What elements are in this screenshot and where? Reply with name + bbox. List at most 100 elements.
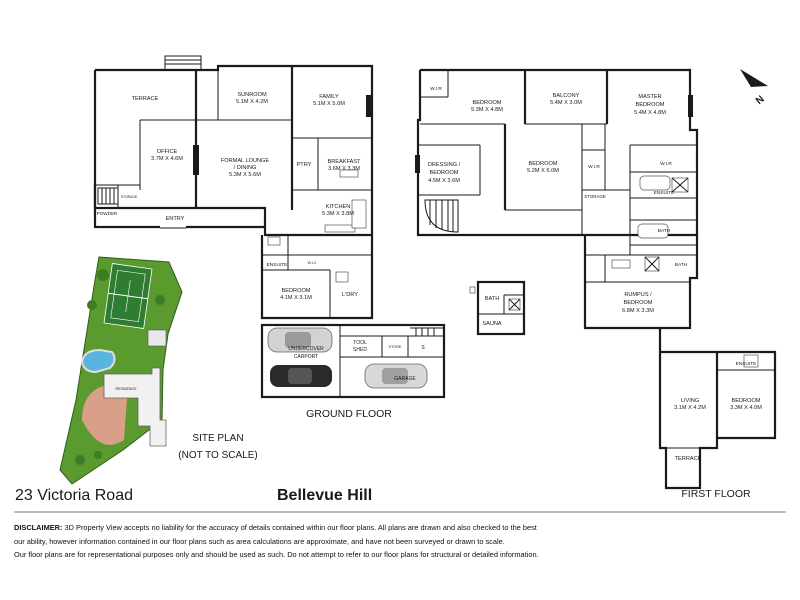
car-icon <box>364 363 428 389</box>
room-bedroom1-label: BEDROOM <box>473 100 502 106</box>
room-living-dims: 3.1M X 4.2M <box>674 405 706 411</box>
fireplace-icon <box>415 155 420 173</box>
room-bedroom2-dims: 5.2M X 6.0M <box>527 168 559 174</box>
car-icon <box>267 327 333 353</box>
vanity-icon <box>267 236 281 246</box>
room-sunroom-label: SUNROOM <box>237 92 267 98</box>
bathtub-icon <box>637 223 669 239</box>
room-ensuite-label: ENSUITE <box>267 262 288 268</box>
residence-footprint <box>103 367 167 447</box>
room-bath-label: BATH <box>485 296 500 302</box>
room-ensuite-label: ENSUITE <box>654 190 675 196</box>
disclaimer-line-2: our ability, however information contain… <box>14 536 505 546</box>
address-title: 23 Victoria Road <box>15 487 133 504</box>
room-living-label: LIVING <box>681 398 699 404</box>
fireplace-icon <box>688 95 693 117</box>
shed-icon <box>147 329 167 347</box>
room-wir2-label: W.I.R <box>588 164 600 170</box>
room-bedroom-label: BEDROOM <box>282 288 311 294</box>
stove-icon <box>339 169 359 178</box>
room-master-dims: 5.4M X 4.8M <box>634 110 666 116</box>
staircase <box>97 187 119 205</box>
site-plan-subtitle: (NOT TO SCALE) <box>178 450 257 461</box>
room-entry-label: ENTRY <box>166 216 185 222</box>
room-pantry-label: PTRY <box>297 162 312 168</box>
room-s-label: S <box>421 345 425 351</box>
bathtub-icon <box>639 175 671 191</box>
room-dressing-label-2: BEDROOM <box>430 170 459 176</box>
kitchen-bench <box>324 224 356 233</box>
tree-icon <box>155 295 165 305</box>
room-sauna-label: SAUNA <box>482 321 502 327</box>
room-family-label: FAMILY <box>319 94 339 100</box>
compass-icon: N <box>740 69 768 107</box>
compass-north-label: N <box>754 94 767 107</box>
room-breakfast-dims: 3.6M X 3.3M <box>328 166 360 172</box>
room-rumpus-label: RUMPUS / <box>624 292 652 298</box>
ground-floor-title: GROUND FLOOR <box>306 408 392 420</box>
room-toolshed-label-2: SHED <box>353 347 367 353</box>
room-storage-label: STORAGE <box>121 195 138 199</box>
courtyard-path <box>82 384 128 445</box>
room-bath-label: BATH <box>658 228 671 234</box>
room-rumpus-dims: 6.8M X 3.3M <box>622 308 654 314</box>
room-balcony-dims: 5.4M X 3.0M <box>550 100 582 106</box>
room-formal-label-2: / DINING <box>234 165 257 171</box>
first-floor-title: FIRST FLOOR <box>681 488 751 500</box>
staircase <box>424 199 459 233</box>
tree-icon <box>97 269 109 281</box>
room-formal-label: FORMAL LOUNGE <box>221 158 270 164</box>
terrace-steps <box>164 55 202 71</box>
suburb-title: Bellevue Hill <box>277 487 372 504</box>
room-bedroom1-dims: 5.3M X 4.8M <box>471 107 503 113</box>
residence-label: RESIDENCE <box>116 387 138 391</box>
ground-floor: TERRACE SUNROOM 5.1M X 4.2M FAMILY 5.1M … <box>93 55 374 320</box>
steps <box>410 327 444 336</box>
room-carport-label: UNDERCOVER <box>288 346 324 352</box>
car-icon <box>270 365 332 387</box>
room-wir-label: W.I.R <box>430 86 442 92</box>
bath-sauna-outbuilding: BATH SAUNA <box>469 280 526 336</box>
room-office-label: OFFICE <box>157 149 178 155</box>
room-formal-dims: 5.3M X 5.6M <box>229 172 261 178</box>
disclaimer-label: DISCLAIMER: <box>14 523 63 532</box>
room-bedroom3-label: BEDROOM <box>732 398 761 404</box>
disclaimer-line-3: Our floor plans are for representational… <box>14 550 539 559</box>
room-bath2-label: BATH <box>675 262 688 268</box>
room-balcony-label: BALCONY <box>553 93 580 99</box>
site-plan: RESIDENCE <box>59 256 183 485</box>
carport-block: UNDERCOVER CARPORT TOOL SHED STORE S GAR… <box>260 323 446 399</box>
room-terrace-label: TERRACE <box>675 456 702 462</box>
room-master-label: MASTER <box>638 94 661 100</box>
vanity-icon <box>611 259 631 269</box>
room-dressing-label: DRESSING / <box>428 162 461 168</box>
room-ensuite3-label: ENSUITE <box>736 361 757 367</box>
room-sunroom-dims: 5.1M X 4.2M <box>236 99 268 105</box>
room-carport-label-2: CARPORT <box>294 354 318 360</box>
fireplace-icon <box>366 95 371 117</box>
disclaimer-line-1: 3D Property View accepts no liability fo… <box>64 523 537 532</box>
room-master-label-2: BEDROOM <box>636 102 665 108</box>
room-garage-label: GARAGE <box>394 376 416 382</box>
room-laundry-label: L'DRY <box>342 292 358 298</box>
tree-icon <box>87 300 97 310</box>
tennis-court <box>103 263 153 329</box>
room-family-dims: 5.1M X 5.0M <box>313 101 345 107</box>
disclaimer: DISCLAIMER: 3D Property View accepts no … <box>14 521 790 562</box>
room-bedroom-dims: 4.1M X 3.1M <box>280 295 312 301</box>
room-bedroom3-dims: 3.3M X 4.0M <box>730 405 762 411</box>
room-wir3-label: W.I.R <box>660 161 672 167</box>
room-toolshed-label: TOOL <box>353 340 367 346</box>
tree-icon <box>75 455 85 465</box>
first-floor: W.I.R BEDROOM 5.3M X 4.8M BALCONY 5.4M X… <box>415 68 777 490</box>
fireplace-icon <box>193 145 199 175</box>
room-rumpus-label-2: BEDROOM <box>624 300 653 306</box>
room-kitchen-label: KITCHEN <box>326 204 351 210</box>
room-office-dims: 3.7M X 4.6M <box>151 156 183 162</box>
room-terrace-label: TERRACE <box>132 96 159 102</box>
laundry-tub-icon <box>335 271 349 283</box>
room-powder-label: POWDER <box>97 211 118 216</box>
pool <box>80 348 116 374</box>
room-store-label: STORE <box>388 345 401 349</box>
